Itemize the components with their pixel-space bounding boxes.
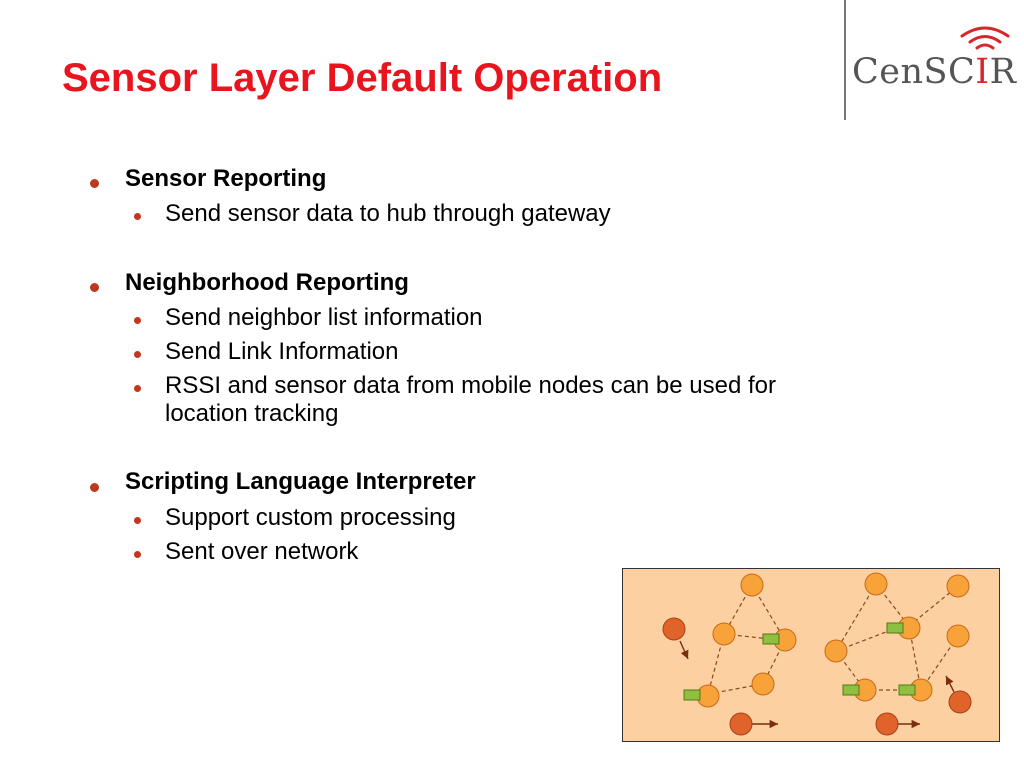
sensor-node bbox=[824, 639, 848, 663]
mobile-node bbox=[948, 690, 972, 714]
sensor-node bbox=[864, 572, 888, 596]
list-item-continuation: location tracking bbox=[165, 400, 339, 427]
logo-suffix: R bbox=[989, 52, 1017, 92]
section-heading: Scripting Language Interpreter bbox=[125, 468, 476, 495]
gateways bbox=[683, 622, 916, 701]
sensor-node bbox=[712, 622, 736, 646]
mobile-nodes bbox=[662, 617, 972, 736]
bullet-dot bbox=[134, 213, 141, 220]
bullet-dot bbox=[134, 351, 141, 358]
header-divider bbox=[844, 0, 846, 120]
censcir-logo: CenSCIR bbox=[850, 22, 1020, 102]
bullet-dot bbox=[134, 385, 141, 392]
wireless-signal-icon bbox=[960, 26, 1010, 50]
section-heading: Neighborhood Reporting bbox=[125, 269, 409, 296]
bullet-dot bbox=[134, 317, 141, 324]
mobile-node bbox=[729, 712, 753, 736]
mobile-node bbox=[662, 617, 686, 641]
bullet-dot bbox=[134, 551, 141, 558]
bullet-dot bbox=[90, 179, 99, 188]
slide-title: Sensor Layer Default Operation bbox=[62, 56, 663, 100]
sensor-node bbox=[740, 573, 764, 597]
section-heading: Sensor Reporting bbox=[125, 165, 327, 192]
bullet-dot bbox=[90, 483, 99, 492]
mobile-node bbox=[875, 712, 899, 736]
logo-accent: I bbox=[975, 52, 990, 92]
bullet-dot bbox=[90, 283, 99, 292]
gateway bbox=[842, 684, 860, 696]
sensor-node bbox=[946, 624, 970, 648]
list-item: Support custom processing bbox=[165, 504, 456, 531]
gateway bbox=[762, 633, 780, 645]
list-item: Send neighbor list information bbox=[165, 304, 483, 331]
list-item: Send Link Information bbox=[165, 338, 399, 365]
sensor-network-diagram bbox=[622, 568, 1000, 742]
list-item: RSSI and sensor data from mobile nodes c… bbox=[165, 372, 777, 399]
gateway bbox=[886, 622, 904, 634]
sensor-node bbox=[751, 672, 775, 696]
diagram-background bbox=[622, 568, 1000, 742]
list-item: Sent over network bbox=[165, 538, 359, 565]
logo-wordmark: CenSCIR bbox=[852, 52, 1016, 92]
gateway bbox=[898, 684, 916, 696]
bullet-dot bbox=[134, 517, 141, 524]
list-item: Send sensor data to hub through gateway bbox=[165, 200, 611, 227]
sensor-node bbox=[946, 574, 970, 598]
gateway bbox=[683, 689, 701, 701]
logo-prefix: CenSC bbox=[852, 52, 976, 92]
